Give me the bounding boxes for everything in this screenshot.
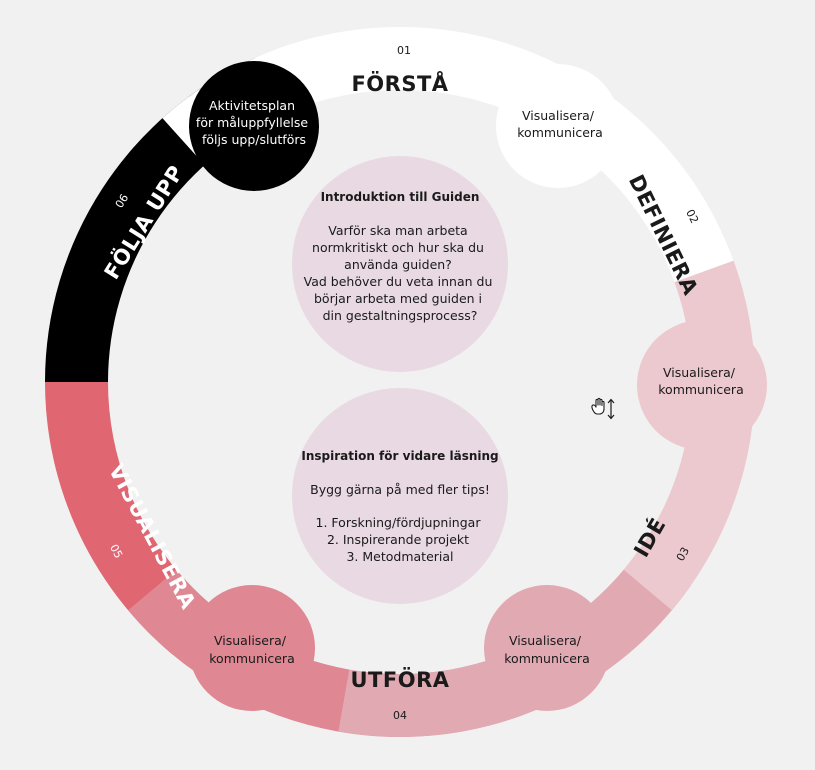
phase-number-visualisera: 05	[107, 542, 125, 560]
intro-title: Introduktion till Guiden	[321, 190, 480, 204]
segment-ide[interactable]	[338, 549, 691, 737]
bubble-visualisera-kommunicera-2[interactable]	[637, 320, 767, 450]
inspiration-circle[interactable]	[292, 388, 508, 604]
bubble-visualisera-kommunicera-1-text: Visualisera/ kommunicera	[517, 108, 602, 140]
hand-drag-vertical-icon[interactable]	[591, 397, 615, 420]
intro-text: Varför ska man arbeta normkritiskt och h…	[304, 223, 497, 323]
phase-number-folja-upp: 06	[113, 192, 131, 211]
bubble-visualisera-kommunicera-4-text: Visualisera/ kommunicera	[209, 633, 294, 666]
phase-number-definiera: 02	[683, 207, 701, 225]
bubble-visualisera-kommunicera-1[interactable]	[496, 64, 620, 188]
inspiration-intro: Bygg gärna på med fler tips!	[310, 482, 490, 497]
phase-title-utfora: UTFÖRA	[351, 667, 450, 692]
inspiration-title: Inspiration för vidare läsning	[301, 449, 498, 463]
segment-definiera[interactable]	[623, 204, 755, 611]
bubble-visualisera-kommunicera-3[interactable]	[484, 585, 610, 711]
phase-number-forsta: 01	[397, 44, 411, 57]
inspiration-list: 1. Forskning/fördjupningar 2. Inspireran…	[316, 515, 485, 564]
bubble-aktivitetsplan-text: Aktivitetsplan för måluppfyllelse följs …	[196, 98, 312, 147]
phase-number-utfora: 04	[393, 709, 407, 722]
bubble-aktivitetsplan[interactable]	[189, 61, 319, 191]
intro-circle[interactable]	[292, 156, 508, 372]
bubble-visualisera-kommunicera-4[interactable]	[189, 585, 315, 711]
phase-title-forsta: FÖRSTÅ	[351, 71, 448, 96]
bubble-visualisera-kommunicera-3-text: Visualisera/ kommunicera	[504, 633, 589, 666]
bubble-visualisera-kommunicera-2-text: Visualisera/ kommunicera	[658, 365, 743, 397]
phase-number-ide: 03	[674, 545, 692, 564]
